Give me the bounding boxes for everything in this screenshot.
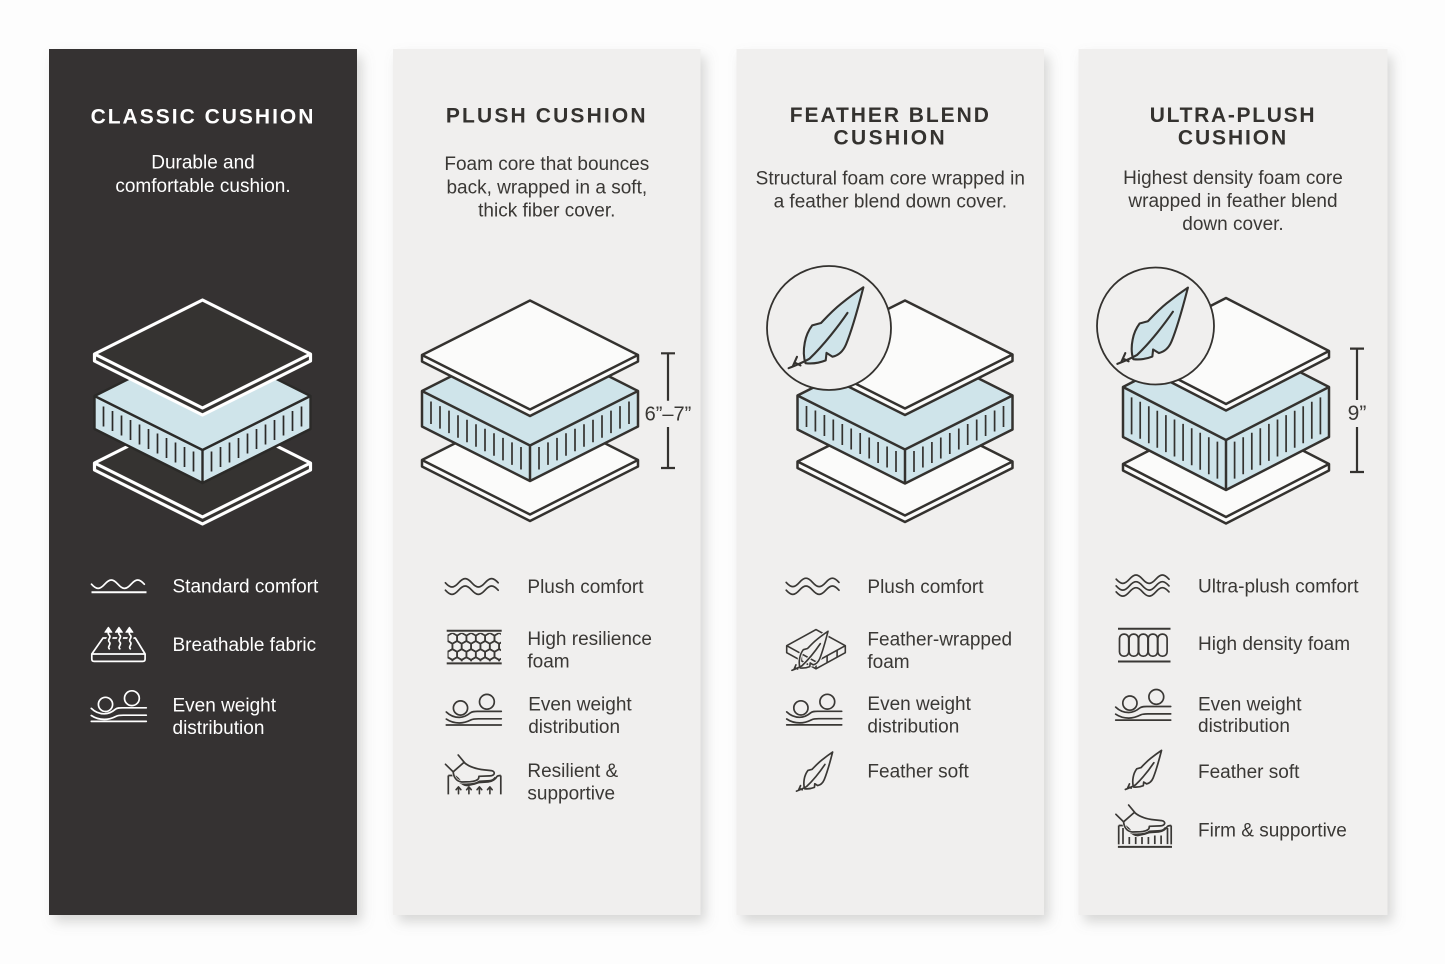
- svg-text:comfortable cushion.: comfortable cushion.: [115, 176, 290, 197]
- svg-text:wrapped in feather blend: wrapped in feather blend: [1127, 191, 1337, 212]
- svg-text:PLUSH CUSHION: PLUSH CUSHION: [446, 104, 648, 127]
- svg-text:supportive: supportive: [527, 784, 615, 805]
- svg-text:Highest density foam core: Highest density foam core: [1123, 168, 1343, 189]
- svg-text:back, wrapped in a soft,: back, wrapped in a soft,: [446, 177, 647, 198]
- svg-text:Foam core that bounces: Foam core that bounces: [444, 154, 649, 175]
- svg-text:foam: foam: [867, 652, 909, 673]
- svg-text:foam: foam: [527, 651, 569, 672]
- svg-text:CLASSIC CUSHION: CLASSIC CUSHION: [91, 106, 316, 129]
- svg-text:9”: 9”: [1348, 402, 1367, 425]
- svg-text:Plush comfort: Plush comfort: [867, 577, 984, 598]
- svg-text:ULTRA-PLUSH: ULTRA-PLUSH: [1150, 104, 1316, 127]
- svg-text:Feather-wrapped: Feather-wrapped: [867, 630, 1012, 651]
- svg-text:FEATHER BLEND: FEATHER BLEND: [790, 104, 991, 127]
- svg-text:Firm & supportive: Firm & supportive: [1198, 821, 1347, 842]
- svg-text:Breathable fabric: Breathable fabric: [173, 635, 317, 656]
- svg-text:distribution: distribution: [528, 717, 620, 738]
- svg-text:distribution: distribution: [867, 716, 959, 737]
- svg-text:a feather blend down cover.: a feather blend down cover.: [774, 192, 1007, 213]
- svg-text:Even weight: Even weight: [1198, 695, 1302, 716]
- svg-text:CUSHION: CUSHION: [1178, 127, 1288, 150]
- svg-text:High resilience: High resilience: [527, 629, 652, 650]
- svg-text:Ultra-plush comfort: Ultra-plush comfort: [1198, 576, 1359, 597]
- svg-text:6”–7”: 6”–7”: [645, 404, 692, 426]
- svg-text:down cover.: down cover.: [1182, 214, 1283, 235]
- svg-text:CUSHION: CUSHION: [833, 127, 947, 150]
- svg-text:Resilient &: Resilient &: [527, 761, 618, 782]
- svg-text:distribution: distribution: [1198, 716, 1290, 737]
- svg-text:thick fiber cover.: thick fiber cover.: [478, 200, 615, 221]
- svg-text:Even weight: Even weight: [528, 695, 632, 716]
- svg-text:Standard comfort: Standard comfort: [173, 577, 319, 598]
- svg-text:Even weight: Even weight: [173, 696, 277, 717]
- svg-text:Durable and: Durable and: [151, 153, 255, 174]
- svg-text:distribution: distribution: [173, 718, 265, 739]
- svg-text:Feather soft: Feather soft: [867, 762, 969, 783]
- svg-text:Even weight: Even weight: [867, 694, 971, 715]
- svg-text:Plush comfort: Plush comfort: [527, 577, 644, 598]
- svg-text:Structural foam core wrapped i: Structural foam core wrapped in: [756, 168, 1025, 189]
- svg-text:High density foam: High density foam: [1198, 634, 1350, 655]
- svg-text:Feather soft: Feather soft: [1198, 762, 1300, 783]
